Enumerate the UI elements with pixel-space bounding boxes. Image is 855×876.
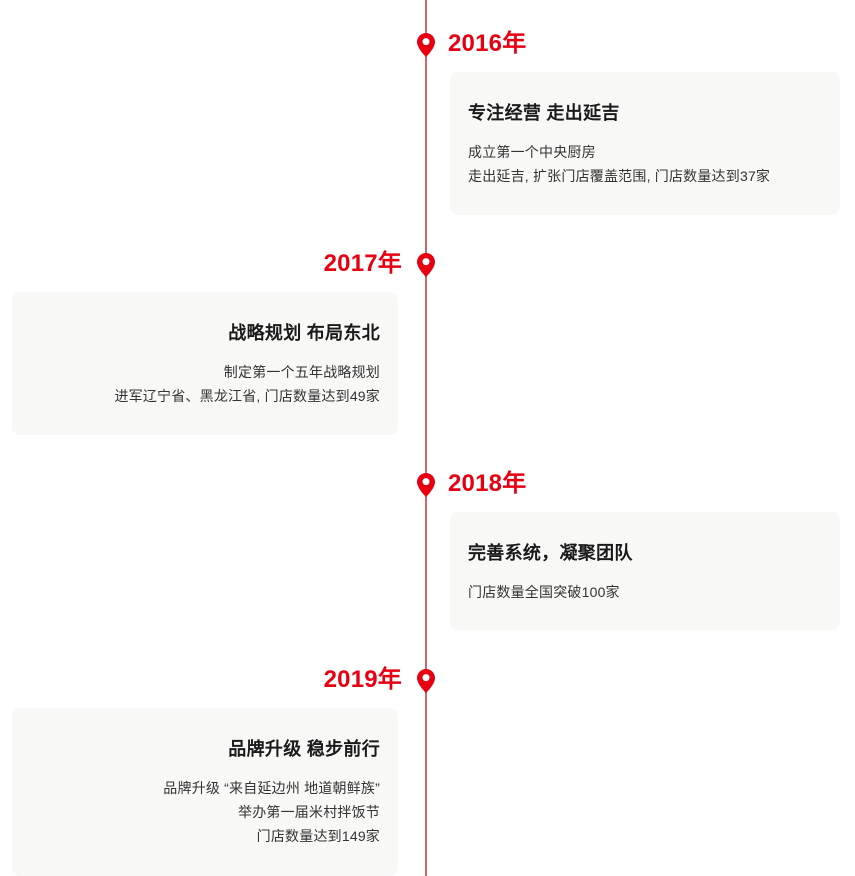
map-pin-icon	[417, 33, 435, 57]
card-title: 战略规划 布局东北	[228, 323, 380, 343]
timeline-year-label: 2019年	[323, 666, 402, 693]
timeline-card: 专注经营 走出延吉 成立第一个中央厨房 走出延吉, 扩张门店覆盖范围, 门店数量…	[450, 72, 840, 215]
card-title: 完善系统，凝聚团队	[468, 543, 633, 563]
timeline-axis	[425, 0, 427, 876]
card-title: 专注经营 走出延吉	[468, 103, 620, 123]
map-pin-icon	[417, 669, 435, 693]
timeline-card: 品牌升级 稳步前行 品牌升级 “来自延边州 地道朝鲜族” 举办第一届米村拌饭节 …	[12, 708, 398, 876]
card-line: 门店数量全国突破100家	[468, 584, 620, 600]
card-line: 举办第一届米村拌饭节	[238, 804, 380, 820]
timeline-year-label: 2016年	[448, 30, 527, 57]
card-title: 品牌升级 稳步前行	[228, 739, 380, 759]
card-line: 制定第一个五年战略规划	[223, 364, 380, 380]
card-line: 走出延吉, 扩张门店覆盖范围, 门店数量达到37家	[468, 168, 771, 184]
timeline-card: 战略规划 布局东北 制定第一个五年战略规划 进军辽宁省、黑龙江省, 门店数量达到…	[12, 292, 398, 435]
timeline-year-label: 2017年	[323, 250, 402, 277]
card-line: 进军辽宁省、黑龙江省, 门店数量达到49家	[114, 388, 380, 404]
timeline-card: 完善系统，凝聚团队 门店数量全国突破100家	[450, 512, 840, 630]
card-line: 门店数量达到149家	[256, 828, 380, 844]
card-line: 成立第一个中央厨房	[468, 144, 596, 160]
timeline-year-label: 2018年	[448, 470, 527, 497]
card-line: 品牌升级 “来自延边州 地道朝鲜族”	[163, 780, 380, 796]
map-pin-icon	[417, 473, 435, 497]
map-pin-icon	[417, 253, 435, 277]
